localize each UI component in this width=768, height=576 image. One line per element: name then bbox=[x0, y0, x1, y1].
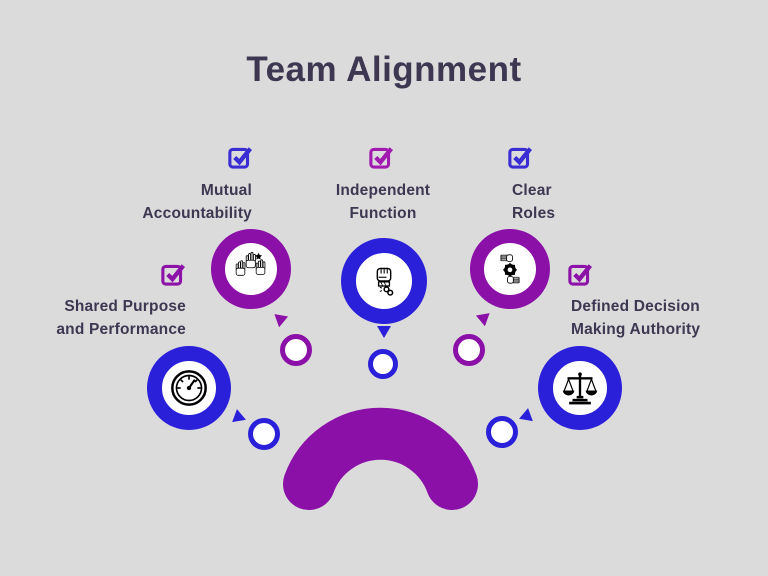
arrow-up-icon bbox=[519, 406, 535, 422]
raised-hands-star-icon bbox=[235, 251, 266, 276]
small-ring-blue-center bbox=[368, 349, 398, 379]
item-label-clear-roles: Clear Roles bbox=[512, 182, 556, 222]
gear-icon bbox=[502, 262, 518, 277]
fist-breaking-chain-icon bbox=[376, 267, 394, 296]
small-ring-blue-bottom-left bbox=[248, 418, 280, 450]
checkmark-icon bbox=[513, 147, 533, 166]
checkmark-icon bbox=[374, 147, 394, 166]
bottom-arc-shape bbox=[283, 407, 478, 510]
checkmark-icon bbox=[573, 264, 593, 283]
checkmark-icon bbox=[233, 147, 253, 166]
checkbox-icon bbox=[161, 264, 186, 286]
circle-shared-purpose bbox=[147, 346, 231, 430]
star-icon bbox=[254, 252, 263, 260]
gauge-icon bbox=[171, 370, 207, 406]
item-label-independent-function: Independent Function bbox=[335, 182, 431, 222]
hands-holding-gear-icon bbox=[500, 254, 520, 284]
checkmark-icon bbox=[166, 264, 186, 283]
balance-scales-icon bbox=[562, 372, 598, 405]
item-label-defined-decision: Defined Decision Making Authority bbox=[571, 298, 701, 338]
page-title: Team Alignment bbox=[246, 50, 522, 89]
item-label-shared-purpose: Shared Purpose and Performance bbox=[56, 298, 186, 338]
arrow-up-icon bbox=[230, 407, 246, 423]
checkbox-icon bbox=[369, 147, 394, 169]
checkbox-box bbox=[228, 147, 250, 169]
checkbox-icon bbox=[568, 264, 593, 286]
circle-defined-decision bbox=[538, 346, 622, 430]
checkbox-icon bbox=[228, 147, 253, 169]
checkbox-box bbox=[369, 147, 391, 169]
checkbox-box bbox=[508, 147, 530, 169]
circle-mutual-accountability bbox=[211, 229, 291, 309]
arrow-down-icon bbox=[377, 326, 391, 338]
checkbox-icon bbox=[508, 147, 533, 169]
circle-independent-function bbox=[341, 238, 427, 324]
small-ring-purple-left bbox=[280, 334, 312, 366]
item-label-mutual-accountability: Mutual Accountability bbox=[142, 182, 252, 222]
arrow-up-left-icon bbox=[269, 308, 289, 328]
arrow-up-right-icon bbox=[475, 307, 495, 327]
checkbox-box bbox=[568, 264, 590, 286]
small-ring-purple-right bbox=[453, 334, 485, 366]
checkbox-box bbox=[161, 264, 183, 286]
small-ring-blue-bottom-right bbox=[486, 416, 518, 448]
circle-clear-roles bbox=[470, 229, 550, 309]
